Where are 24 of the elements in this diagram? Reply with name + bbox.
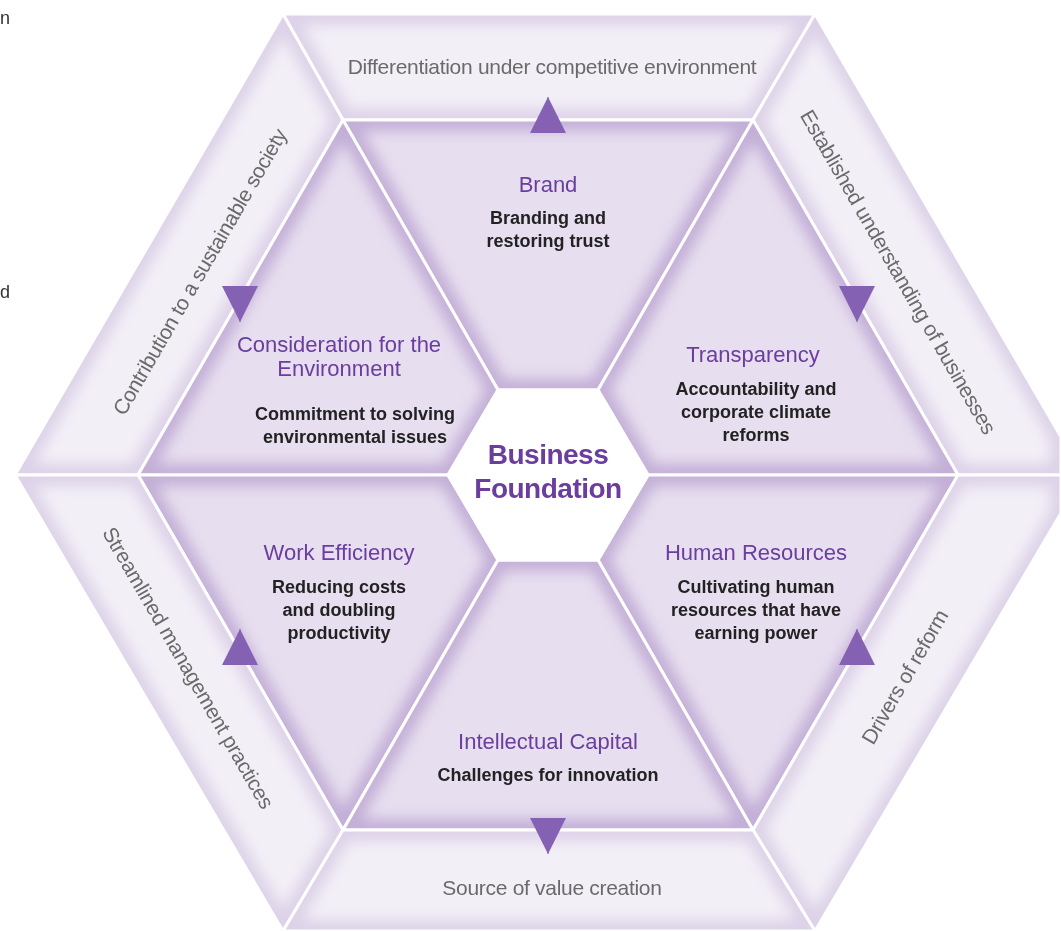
band-label: Differentiation under competitive environment xyxy=(346,55,758,79)
section-title: Intellectual Capital xyxy=(457,730,639,754)
section-description: Branding and restoring trust xyxy=(485,207,611,253)
section-description: Cultivating human resources that have earning power xyxy=(669,575,843,645)
text-fragment: d xyxy=(0,282,10,303)
arrow xyxy=(839,628,875,665)
section-title: Work Efficiency xyxy=(262,541,416,565)
section-description: Challenges for innovation xyxy=(436,763,660,787)
arrow xyxy=(530,96,566,134)
arrow xyxy=(530,818,566,855)
section-title: Consideration for the Environment xyxy=(235,333,443,381)
text-fragment: n xyxy=(0,8,10,29)
section-description: Accountability and corporate climate reforms xyxy=(674,377,838,447)
section-description: Commitment to solving environmental issues xyxy=(255,403,455,449)
band-label: Source of value creation xyxy=(441,876,663,900)
section-title: Brand xyxy=(517,173,579,197)
arrow xyxy=(839,286,875,323)
arrow xyxy=(222,286,258,323)
section-title: Human Resources xyxy=(663,541,849,565)
arrow xyxy=(222,628,258,665)
center-title: Business Foundation xyxy=(473,438,623,506)
section-description: Reducing costs and doubling productivity xyxy=(271,575,407,645)
band-segment xyxy=(283,830,815,931)
section-title: Transparency xyxy=(685,343,821,367)
